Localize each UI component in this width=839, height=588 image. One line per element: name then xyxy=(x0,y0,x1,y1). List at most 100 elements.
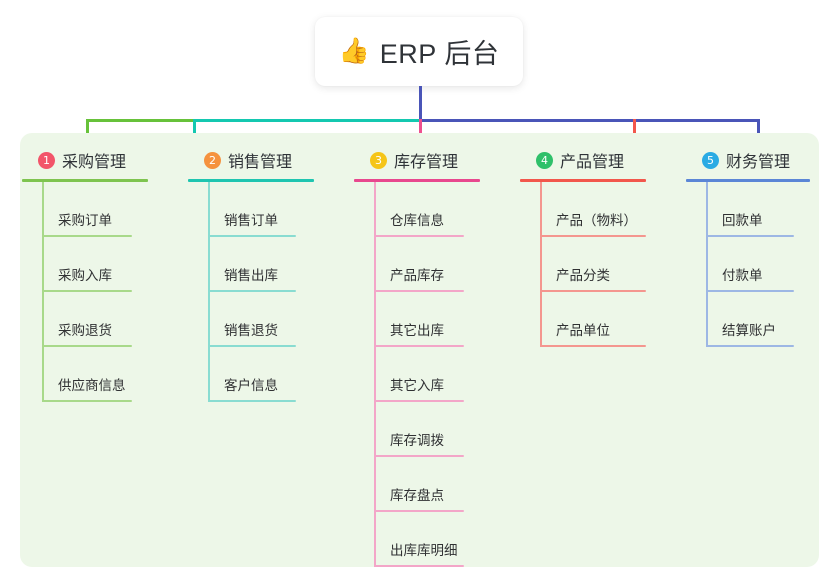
menu-item-label: 销售订单 xyxy=(224,213,278,228)
column-items-sales: 销售订单销售出库销售退货客户信息 xyxy=(186,182,342,402)
menu-item-rule xyxy=(42,400,132,402)
column-inventory: 3 库存管理仓库信息产品库存其它出库其它入库库存调拨库存盘点出库库明细 xyxy=(352,145,508,567)
column-title-sales: 销售管理 xyxy=(228,154,293,171)
column-items-finance: 回款单付款单结算账户 xyxy=(684,182,838,347)
column-title-purchase: 采购管理 xyxy=(62,154,127,171)
menu-item[interactable]: 产品（物料） xyxy=(518,182,674,237)
menu-item-label: 采购退货 xyxy=(58,323,112,338)
column-items-purchase: 采购订单采购入库采购退货供应商信息 xyxy=(20,182,176,402)
root-stem xyxy=(419,86,422,122)
menu-item-rule xyxy=(374,565,464,567)
menu-item-label: 其它出库 xyxy=(390,323,444,338)
menu-item-rule xyxy=(374,455,464,457)
column-spine-sales xyxy=(208,182,210,402)
menu-item-rule xyxy=(706,290,794,292)
menu-item[interactable]: 付款单 xyxy=(684,237,838,292)
menu-item[interactable]: 产品单位 xyxy=(518,292,674,347)
column-badge-product: 4 xyxy=(536,151,553,169)
menu-item-rule xyxy=(42,290,132,292)
menu-item-rule xyxy=(540,235,646,237)
menu-item-label: 产品单位 xyxy=(556,323,610,338)
menu-item-label: 产品（物料） xyxy=(556,213,637,228)
menu-item-label: 回款单 xyxy=(722,213,763,228)
menu-item-label: 销售出库 xyxy=(224,268,278,283)
column-header-product[interactable]: 4 产品管理 xyxy=(518,145,674,175)
column-header-sales[interactable]: 2 销售管理 xyxy=(186,145,342,175)
menu-item[interactable]: 销售出库 xyxy=(186,237,342,292)
column-sales: 2 销售管理销售订单销售出库销售退货客户信息 xyxy=(186,145,342,402)
menu-item-rule xyxy=(42,345,132,347)
menu-item-rule xyxy=(374,345,464,347)
menu-item-label: 仓库信息 xyxy=(390,213,444,228)
root-title: ERP 后台 xyxy=(379,39,500,69)
menu-item-rule xyxy=(208,235,296,237)
column-rule-product xyxy=(520,179,646,182)
diagram-panel: 1 采购管理采购订单采购入库采购退货供应商信息 2 销售管理销售订单销售出库销售退货客… xyxy=(20,133,819,567)
menu-item-rule xyxy=(374,400,464,402)
column-rule-finance xyxy=(686,179,810,182)
column-spine-inventory xyxy=(374,182,376,567)
menu-item-label: 其它入库 xyxy=(390,378,444,393)
menu-item-rule xyxy=(374,235,464,237)
menu-item[interactable]: 采购退货 xyxy=(20,292,176,347)
menu-item[interactable]: 仓库信息 xyxy=(352,182,508,237)
menu-item-label: 客户信息 xyxy=(224,378,278,393)
column-title-product: 产品管理 xyxy=(560,154,625,171)
root-node-card[interactable]: 👍 ERP 后台 xyxy=(315,17,523,86)
menu-item-rule xyxy=(540,345,646,347)
menu-item[interactable]: 回款单 xyxy=(684,182,838,237)
column-badge-finance: 5 xyxy=(702,151,719,169)
column-header-inventory[interactable]: 3 库存管理 xyxy=(352,145,508,175)
column-product: 4 产品管理产品（物料） 产品分类产品单位 xyxy=(518,145,674,347)
menu-item-rule xyxy=(706,235,794,237)
menu-item-label: 采购订单 xyxy=(58,213,112,228)
column-badge-sales: 2 xyxy=(204,151,221,169)
menu-item-rule xyxy=(706,345,794,347)
menu-item[interactable]: 其它入库 xyxy=(352,347,508,402)
menu-item[interactable]: 客户信息 xyxy=(186,347,342,402)
menu-item-rule xyxy=(374,510,464,512)
menu-item-label: 产品库存 xyxy=(390,268,444,283)
menu-item[interactable]: 库存调拨 xyxy=(352,402,508,457)
menu-item[interactable]: 产品库存 xyxy=(352,237,508,292)
bus-blue xyxy=(419,119,759,122)
column-spine-finance xyxy=(706,182,708,347)
menu-item-label: 采购入库 xyxy=(58,268,112,283)
menu-item-label: 库存调拨 xyxy=(390,433,444,448)
menu-item[interactable]: 产品分类 xyxy=(518,237,674,292)
column-badge-inventory: 3 xyxy=(370,151,387,169)
column-header-purchase[interactable]: 1 采购管理 xyxy=(20,145,176,175)
menu-item-rule xyxy=(208,345,296,347)
menu-item[interactable]: 出库库明细 xyxy=(352,512,508,567)
menu-item-label: 结算账户 xyxy=(722,323,776,338)
menu-item-label: 供应商信息 xyxy=(58,378,126,393)
menu-item[interactable]: 库存盘点 xyxy=(352,457,508,512)
menu-item[interactable]: 销售订单 xyxy=(186,182,342,237)
menu-item-label: 出库库明细 xyxy=(390,543,458,558)
thumbs-up-icon: 👍 xyxy=(338,37,370,65)
bus-green xyxy=(86,119,194,122)
column-rule-purchase xyxy=(22,179,148,182)
column-items-product: 产品（物料） 产品分类产品单位 xyxy=(518,182,674,347)
menu-item-rule xyxy=(208,290,296,292)
column-title-inventory: 库存管理 xyxy=(394,154,459,171)
menu-item[interactable]: 其它出库 xyxy=(352,292,508,347)
menu-item-label: 销售退货 xyxy=(224,323,278,338)
column-rule-inventory xyxy=(354,179,480,182)
menu-item-label: 产品分类 xyxy=(556,268,610,283)
column-badge-purchase: 1 xyxy=(38,151,55,169)
menu-item-rule xyxy=(208,400,296,402)
column-rule-sales xyxy=(188,179,314,182)
bus-teal xyxy=(193,119,420,122)
menu-item-label: 库存盘点 xyxy=(390,488,444,503)
menu-item[interactable]: 结算账户 xyxy=(684,292,838,347)
menu-item[interactable]: 供应商信息 xyxy=(20,347,176,402)
menu-item[interactable]: 销售退货 xyxy=(186,292,342,347)
menu-item[interactable]: 采购入库 xyxy=(20,237,176,292)
menu-item-rule xyxy=(42,235,132,237)
menu-item[interactable]: 采购订单 xyxy=(20,182,176,237)
menu-item-label: 付款单 xyxy=(722,268,763,283)
column-spine-purchase xyxy=(42,182,44,402)
